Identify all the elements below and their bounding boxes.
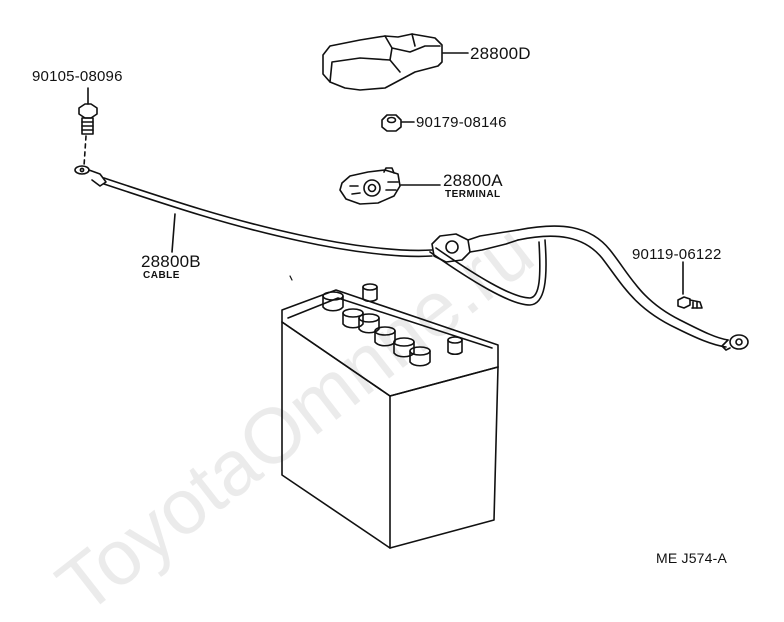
diagram-code: ME J574-A (656, 550, 728, 566)
part-label-terminal: TERMINAL (445, 189, 501, 200)
battery-cover-drawing (322, 33, 443, 91)
battery-cell-caps (322, 291, 431, 367)
cable-drawing (74, 165, 749, 351)
terminal-drawing (339, 167, 401, 205)
part-number-bolt: 90105-08096 (32, 68, 123, 85)
part-number-cable: 28800B (141, 252, 201, 271)
part-number-screw: 90119-06122 (632, 246, 722, 263)
nut-drawing (381, 114, 402, 132)
stray-mark (289, 275, 293, 281)
leader-cable (171, 213, 176, 253)
part-number-cover: 28800D (470, 44, 531, 63)
dashed-bolt-axis (83, 135, 87, 167)
part-number-terminal: 28800A (443, 171, 503, 190)
part-number-nut: 90179-08146 (416, 114, 507, 131)
screw-drawing (677, 296, 703, 309)
part-label-cable: CABLE (143, 270, 180, 281)
bolt-drawing (78, 103, 98, 135)
battery-drawing (281, 283, 499, 549)
